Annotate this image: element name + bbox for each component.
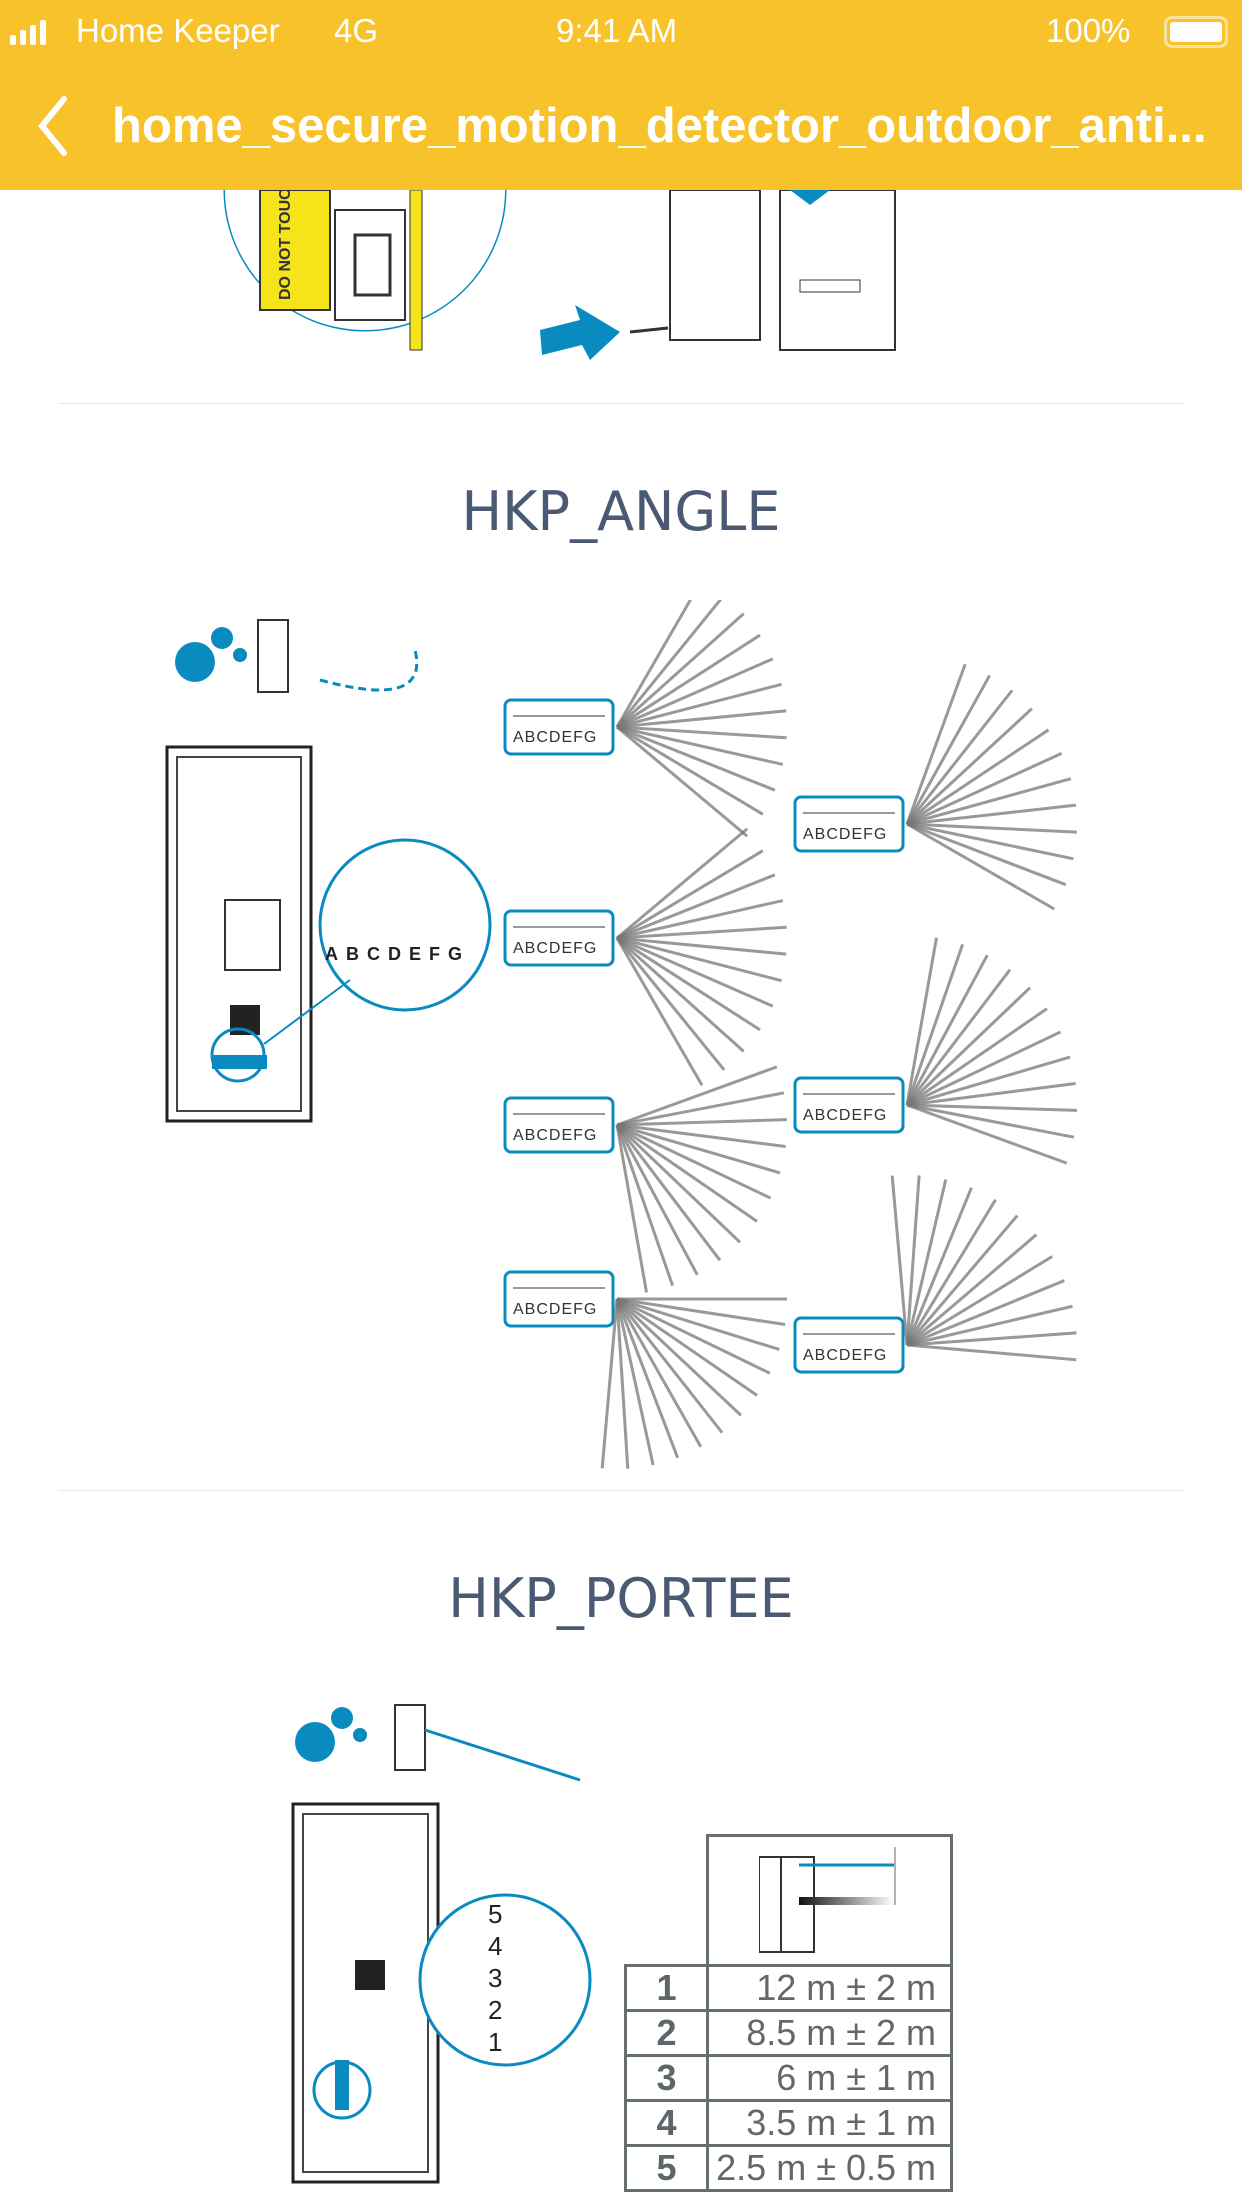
svg-text:ABCDEFG: ABCDEFG bbox=[803, 826, 887, 843]
angle-diagram: ABCDEFG ABCDEFG ABCDEFG ABCDEFG ABCDEFG ABCD… bbox=[165, 600, 1077, 1469]
do-not-touch-label: DO NOT TOUCH bbox=[277, 190, 294, 300]
svg-text:ABCDEFG: ABCDEFG bbox=[803, 1347, 887, 1364]
divider bbox=[58, 1490, 1184, 1491]
section-title-angle: HKP_ANGLE bbox=[461, 480, 781, 543]
svg-text:ABCDEFG: ABCDEFG bbox=[513, 940, 597, 957]
svg-text:1: 1 bbox=[488, 2027, 502, 2057]
svg-text:ABCDEFG: ABCDEFG bbox=[513, 729, 597, 746]
angle-setting-box: ABCDEFG bbox=[503, 1065, 787, 1293]
angle-setting-box: ABCDEFG bbox=[503, 600, 787, 838]
gear-icon bbox=[175, 627, 247, 682]
battery-icon bbox=[1164, 16, 1228, 48]
divider bbox=[58, 403, 1184, 404]
range-header-illustration bbox=[706, 1834, 953, 1967]
range-scale-digits: 5 4 3 2 1 bbox=[488, 1899, 502, 2057]
svg-text:2: 2 bbox=[488, 1995, 502, 2025]
carrier-label: Home Keeper bbox=[76, 12, 280, 49]
installation-illustration: DO NOT TOUCH bbox=[223, 190, 896, 360]
battery-percent: 100% bbox=[1046, 12, 1131, 49]
svg-text:ABCDEFG: ABCDEFG bbox=[803, 1107, 887, 1124]
angle-setting-box: ABCDEFG bbox=[793, 663, 1077, 911]
page-title: home_secure_motion_detector_outdoor_anti… bbox=[112, 99, 1207, 153]
svg-text:5: 5 bbox=[488, 1899, 502, 1929]
dial-letters: ABCDEFG bbox=[325, 944, 470, 964]
signal-icon bbox=[10, 20, 46, 45]
svg-text:ABCDEFG: ABCDEFG bbox=[513, 1127, 597, 1144]
angle-setting-box: ABCDEFG bbox=[503, 827, 787, 1086]
gear-icon bbox=[295, 1707, 367, 1762]
clock: 9:41 AM bbox=[556, 12, 678, 49]
svg-text:4: 4 bbox=[488, 1931, 502, 1961]
section-title-portee: HKP_PORTEE bbox=[448, 1567, 794, 1630]
angle-setting-box: ABCDEFG bbox=[503, 1270, 787, 1469]
svg-text:ABCDEFG: ABCDEFG bbox=[513, 1301, 597, 1318]
detector-range-icon bbox=[759, 1847, 896, 1953]
range-diagram: 5 4 3 2 1 bbox=[291, 1704, 592, 2184]
angle-setting-box: ABCDEFG bbox=[793, 1175, 1077, 1374]
angle-setting-box: ABCDEFG bbox=[793, 937, 1077, 1165]
svg-text:3: 3 bbox=[488, 1963, 502, 1993]
nav-bar: Home Keeper 4G 9:41 AM 100% home_secure_… bbox=[0, 0, 1242, 190]
network-label: 4G bbox=[334, 12, 379, 49]
chevron-left-icon[interactable] bbox=[34, 95, 74, 157]
